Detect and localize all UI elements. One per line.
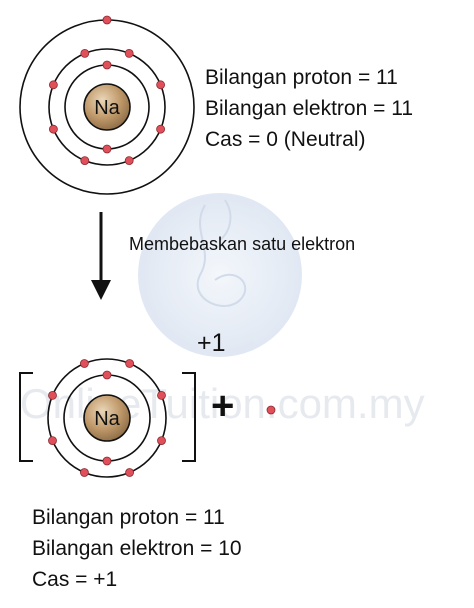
atom-shell-2: [48, 48, 166, 166]
watermark-logo: [138, 193, 302, 357]
ion-electron-count: Bilangan elektron = 10: [32, 537, 242, 560]
atom-nucleus: [83, 83, 131, 131]
atom-electron: [80, 49, 90, 58]
ion-electron: [102, 370, 112, 380]
ion-electron: [48, 390, 57, 400]
sodium-ion: Na: [19, 358, 196, 478]
atom-electron: [156, 124, 166, 134]
ion-nucleus: [83, 394, 131, 442]
ion-electron: [157, 436, 166, 446]
right-bracket: [182, 372, 196, 462]
ion-electron: [157, 390, 166, 400]
ion-electron: [102, 456, 112, 466]
atom-electron-count: Bilangan elektron = 11: [205, 97, 414, 120]
sodium-atom: Na: [19, 15, 195, 195]
left-bracket: [19, 372, 33, 462]
ion-nucleus-symbol: Na: [94, 408, 120, 430]
ion-electron: [125, 359, 135, 368]
atom-electron: [49, 124, 58, 134]
atom-electron: [80, 156, 90, 166]
ion-electron: [48, 436, 57, 446]
atom-electron: [102, 60, 112, 70]
ion-shell-2: [47, 358, 167, 478]
step-label: Membebaskan satu elektron: [129, 234, 356, 254]
atom-electrons: [49, 15, 166, 166]
atom-electron: [124, 49, 134, 58]
atom-nucleus-symbol: Na: [94, 97, 120, 119]
atom-electron: [156, 80, 166, 90]
free-electron: [266, 405, 276, 415]
ion-electron: [80, 468, 89, 477]
ion-proton-count: Bilangan proton = 11: [32, 506, 225, 529]
atom-proton-count: Bilangan proton = 11: [205, 66, 398, 89]
atom-electron: [102, 144, 112, 154]
atom-info: Bilangan proton = 11 Bilangan elektron =…: [205, 62, 413, 155]
atom-charge: Cas = 0 (Neutral): [205, 128, 366, 151]
plus-sign: +: [211, 384, 235, 428]
ion-charge: Cas = +1: [32, 568, 118, 591]
ion-electron: [125, 468, 135, 477]
ion-charge-label: +1: [197, 329, 226, 357]
ion-electrons: [48, 359, 166, 477]
atom-electron: [102, 15, 112, 25]
atom-electron: [124, 156, 134, 166]
atom-electron: [49, 80, 58, 90]
ion-electron: [80, 359, 89, 368]
down-arrow: [91, 212, 111, 300]
ion-info: Bilangan proton = 11 Bilangan elektron =…: [32, 502, 242, 595]
